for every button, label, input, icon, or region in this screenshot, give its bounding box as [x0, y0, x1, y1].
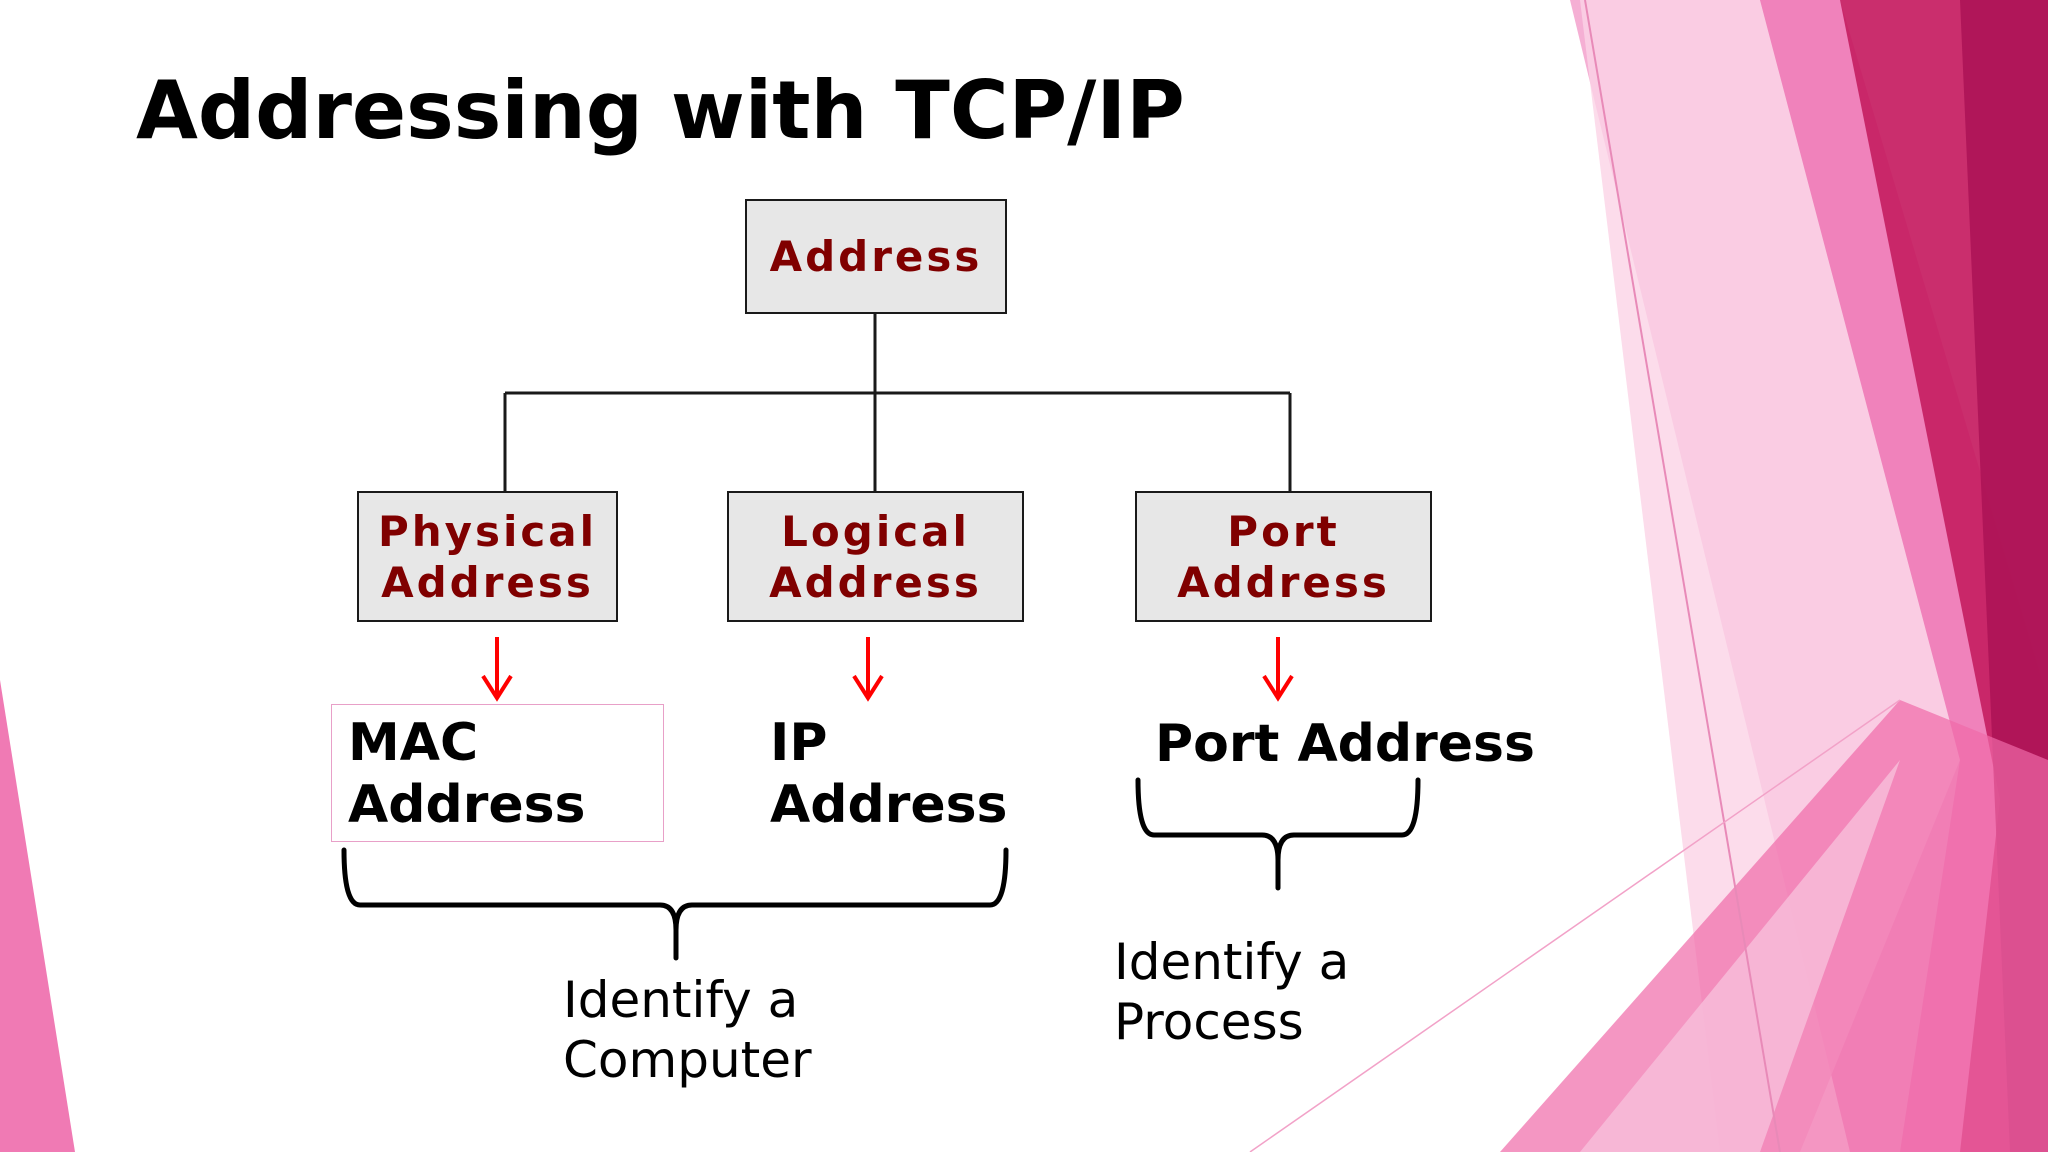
- decor-thin-line-2: [1249, 699, 1901, 1152]
- arrow-port: [1262, 637, 1294, 702]
- ip-address-text: IP Address: [770, 712, 1008, 836]
- physical-address-box: Physical Address: [357, 491, 618, 622]
- mac-address-text: MAC Address: [348, 712, 586, 836]
- logical-address-box: Logical Address: [727, 491, 1024, 622]
- port-label-line2: Address: [1177, 557, 1390, 607]
- port-address-box: Port Address: [1135, 491, 1432, 622]
- root-address-label: Address: [769, 232, 983, 281]
- logical-label-line2: Address: [769, 557, 982, 607]
- root-address-box: Address: [745, 199, 1007, 314]
- physical-label-line2: Address: [381, 557, 594, 607]
- decor-left-sliver: [0, 680, 75, 1152]
- port-result-line1: Port Address: [1155, 714, 1535, 774]
- brace-process: [1135, 777, 1421, 891]
- decor-lower-light: [1580, 760, 1900, 1152]
- slide-title: Addressing with TCP/IP: [136, 64, 1185, 157]
- process-note-line1: Identify a: [1114, 933, 1350, 991]
- tree-lines: [503, 312, 1292, 492]
- ip-line2: Address: [770, 775, 1008, 835]
- ip-line1: IP: [770, 713, 828, 773]
- braces: [341, 777, 1421, 961]
- mac-address-frame: [331, 704, 664, 842]
- red-arrows: [481, 637, 1294, 702]
- mac-line1: MAC: [348, 713, 479, 773]
- logical-label-line1: Logical: [781, 506, 970, 556]
- port-label-line1: Port: [1227, 506, 1340, 556]
- mac-line2: Address: [348, 775, 586, 835]
- identify-process-note: Identify a Process: [1114, 932, 1349, 1052]
- decor-thin-line-1: [1584, 0, 1781, 1152]
- arrow-physical: [481, 637, 513, 702]
- physical-label-line1: Physical: [377, 506, 598, 556]
- computer-note-line1: Identify a: [563, 971, 799, 1029]
- identify-computer-note: Identify a Computer: [563, 970, 812, 1090]
- arrow-logical: [852, 637, 884, 702]
- computer-note-line2: Computer: [563, 1031, 812, 1089]
- brace-computer: [341, 847, 1009, 961]
- port-address-text: Port Address: [1155, 713, 1535, 775]
- process-note-line2: Process: [1114, 993, 1304, 1051]
